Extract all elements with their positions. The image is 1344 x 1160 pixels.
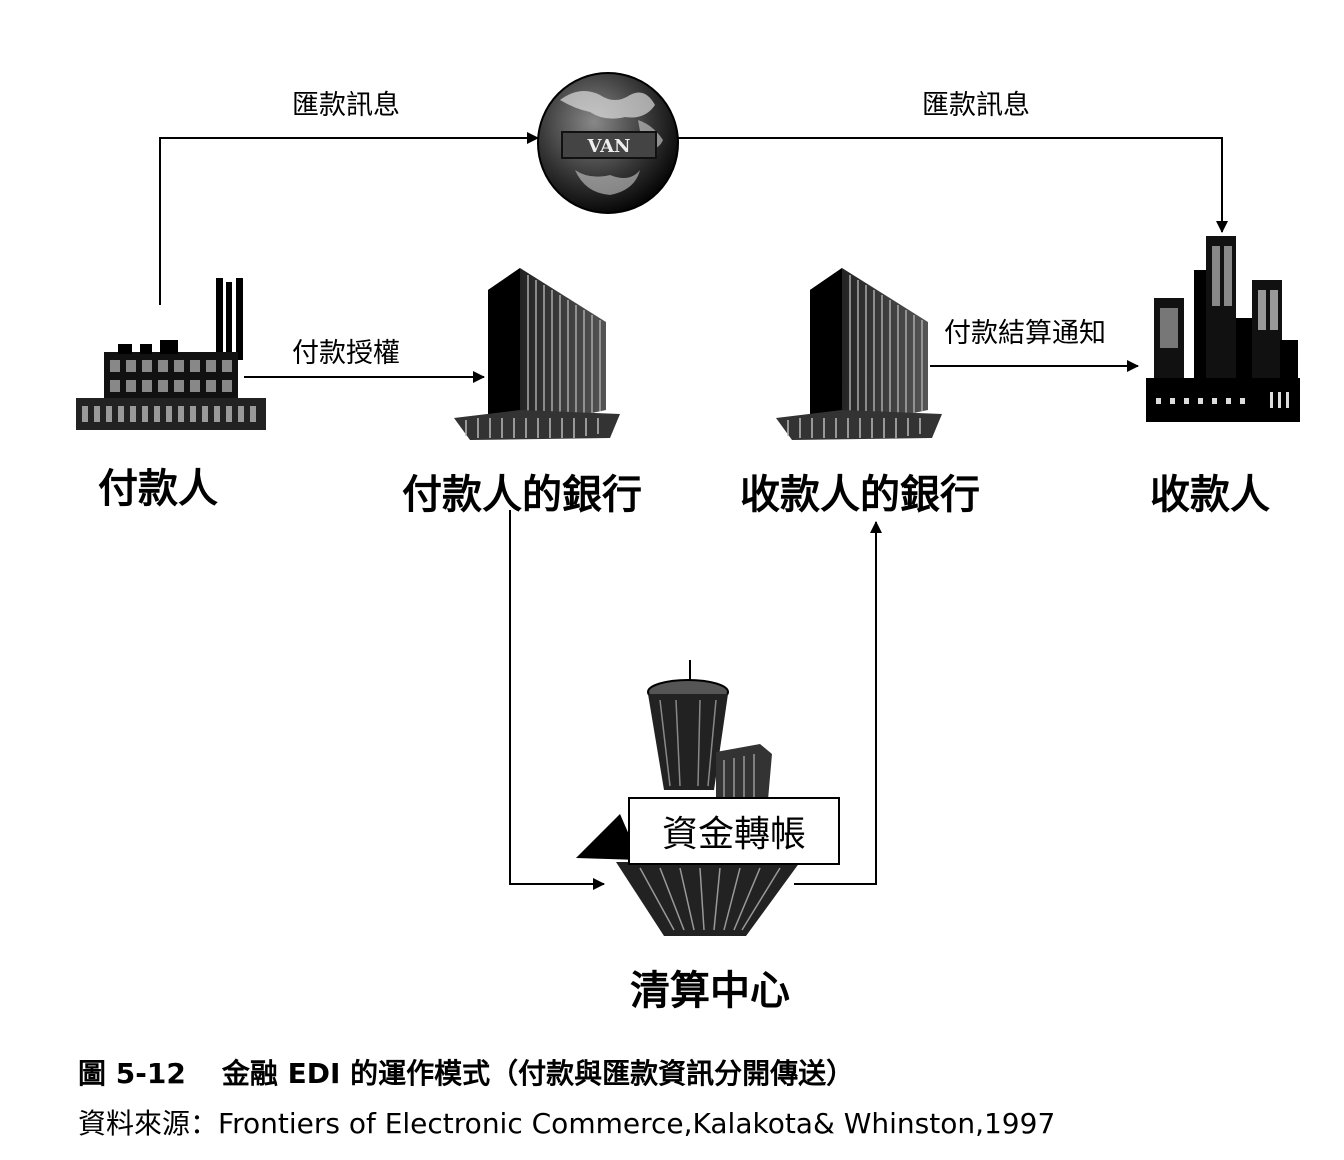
clearing-center-building-icon	[576, 660, 800, 936]
connectors	[159, 132, 1228, 890]
factory-icon	[76, 278, 266, 430]
payer-bank-building-icon	[454, 268, 620, 440]
edge-label-settlement-notice: 付款結算通知	[944, 318, 1106, 349]
figure-caption: 圖 5-12 金融 EDI 的運作模式（付款與匯款資訊分開傳送）	[78, 1052, 854, 1092]
arrow-van-to-payee	[678, 137, 1228, 233]
payee-bank-building-icon	[776, 268, 942, 440]
fund-transfer-box: 資金轉帳	[628, 797, 840, 865]
figure-title: 金融 EDI 的運作模式（付款與匯款資訊分開傳送）	[221, 1057, 855, 1090]
node-label-payer: 付款人	[98, 466, 218, 512]
fund-transfer-label: 資金轉帳	[661, 814, 806, 855]
arrow-clearing-to-payeebank	[794, 521, 882, 885]
node-label-payee: 收款人	[1150, 472, 1270, 518]
edge-label-payment-authorization: 付款授權	[292, 338, 400, 369]
node-label-clearing-center: 清算中心	[630, 968, 790, 1014]
edge-label-remit-message-left: 匯款訊息	[292, 90, 400, 121]
arrow-payerbank-to-clearing	[509, 510, 605, 890]
edge-label-remit-message-right: 匯款訊息	[922, 90, 1030, 121]
van-globe-icon: VAN	[537, 72, 679, 214]
van-label: VAN	[587, 136, 631, 157]
figure-number: 圖 5-12	[78, 1057, 186, 1090]
figure-source: 資料來源：Frontiers of Electronic Commerce,Ka…	[78, 1107, 1056, 1140]
city-skyline-icon	[1146, 236, 1300, 422]
arrow-payer-to-van	[159, 132, 539, 305]
node-label-payer-bank: 付款人的銀行	[402, 472, 642, 518]
node-label-payee-bank: 收款人的銀行	[740, 472, 980, 518]
